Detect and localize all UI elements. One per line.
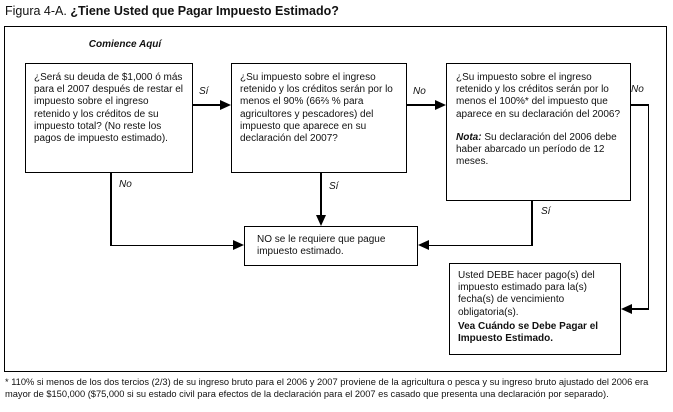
arrowhead-into-must-pay [621, 304, 632, 314]
question-box-3: ¿Su impuesto sobre el ingreso retenido y… [446, 63, 631, 201]
label-q3-no: No [631, 84, 644, 95]
figure-title-text: ¿Tiene Usted que Pagar Impuesto Estimado… [70, 4, 339, 18]
connector-q1-no-line-v [110, 173, 112, 246]
figure-footnote: * 110% si menos de los dos tercios (2/3)… [5, 377, 649, 399]
result-must-pay-reference: Vea Cuándo se Debe Pagar el Impuesto Est… [458, 320, 599, 345]
connector-q2-no-line [407, 104, 437, 106]
label-q1-no: No [119, 179, 132, 190]
connector-q1-no-line-h [110, 244, 235, 246]
question-box-1-text: ¿Será su deuda de $1,000 ó más para el 2… [34, 72, 183, 145]
flowchart-frame: Comience Aquí ¿Será su deuda de $1,000 ó… [4, 26, 667, 372]
question-box-3-text: ¿Su impuesto sobre el ingreso retenido y… [456, 72, 621, 120]
arrowhead-into-not-required-left [233, 240, 244, 250]
note-label: Nota: [456, 131, 482, 143]
label-q3-yes: Sí [541, 206, 551, 217]
result-must-pay-text: Usted DEBE hacer pago(s) del impuesto es… [458, 270, 595, 318]
question-box-3-note: Nota: Su declaración del 2006 debe haber… [456, 132, 621, 169]
question-box-1: ¿Será su deuda de $1,000 ó más para el 2… [25, 63, 193, 173]
connector-q3-no-line-v [647, 104, 649, 309]
result-box-must-pay: Usted DEBE hacer pago(s) del impuesto es… [449, 263, 621, 355]
arrowhead-into-q2 [220, 99, 231, 110]
arrowhead-into-not-required-top [316, 215, 326, 226]
connector-q1-yes-line [193, 104, 223, 106]
figure-number: Figura 4-A. [5, 4, 67, 18]
connector-q2-yes-line-v [320, 173, 322, 217]
figure-title: Figura 4-A. ¿Tiene Usted que Pagar Impue… [5, 4, 339, 18]
connector-q3-no-line-h2 [630, 308, 649, 310]
result-not-required-text: NO se le requiere que pague impuesto est… [257, 234, 386, 258]
connector-q3-yes-line-v [531, 201, 533, 246]
result-box-not-required: NO se le requiere que pague impuesto est… [244, 226, 418, 266]
label-q2-no: No [413, 86, 426, 97]
label-q2-yes: Sí [329, 181, 339, 192]
note-text: Su declaración del 2006 debe haber abarc… [456, 131, 617, 168]
start-here-label: Comience Aquí [88, 39, 162, 50]
arrowhead-into-not-required-right [418, 240, 429, 250]
label-q1-yes: Sí [199, 86, 209, 97]
connector-q3-no-line-h1 [631, 104, 649, 106]
question-box-2: ¿Su impuesto sobre el ingreso retenido y… [231, 63, 407, 173]
connector-q3-yes-line-h [429, 244, 532, 246]
arrowhead-into-q3 [435, 99, 446, 110]
question-box-2-text: ¿Su impuesto sobre el ingreso retenido y… [240, 72, 393, 145]
